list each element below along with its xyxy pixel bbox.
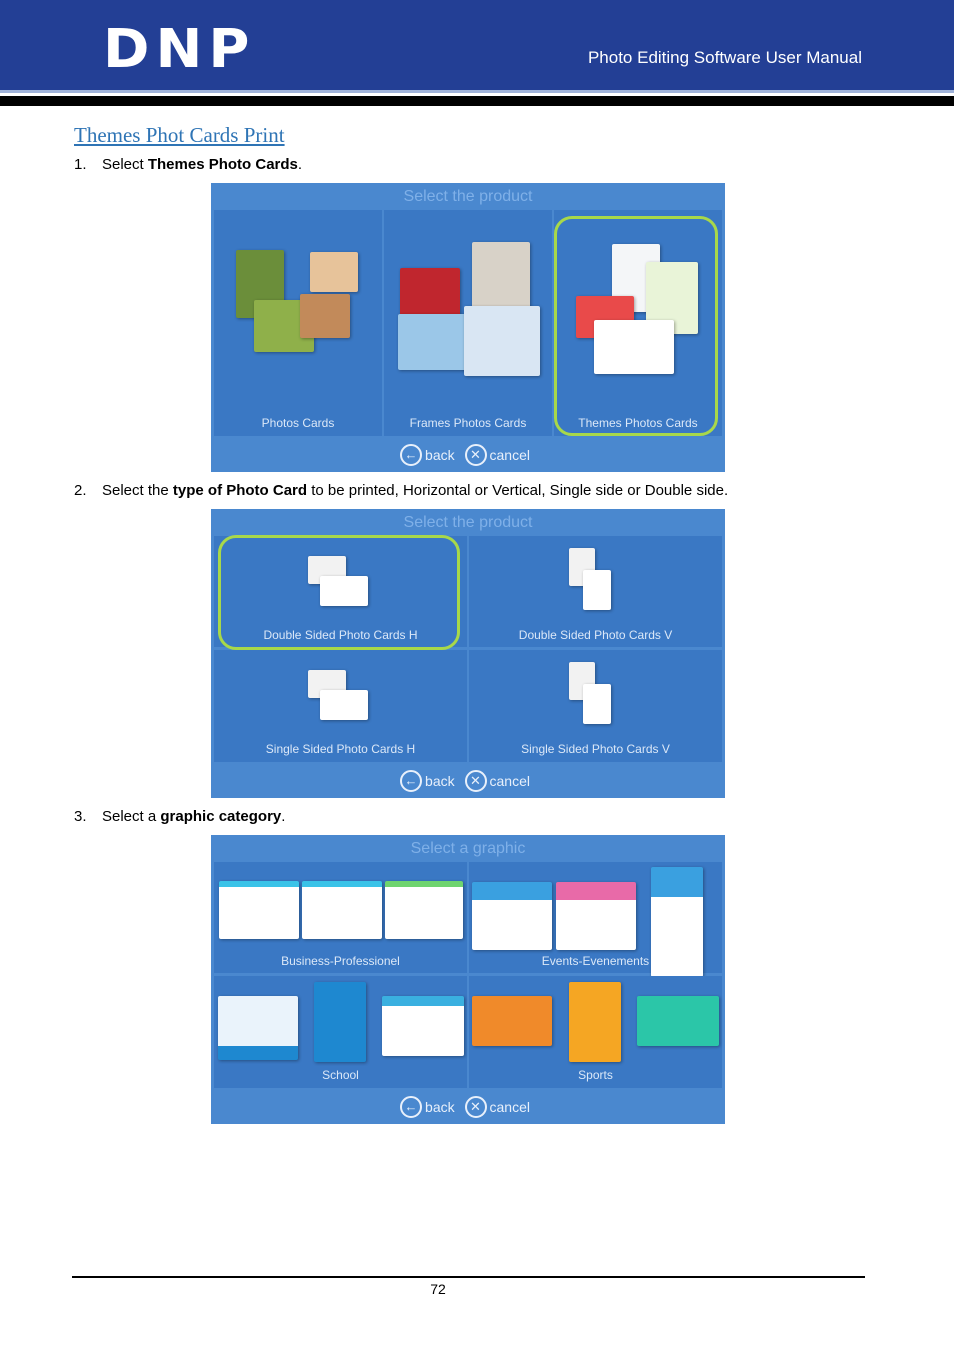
screen-title: Select a graphic: [410, 840, 526, 857]
selection-highlight: [554, 216, 718, 436]
frame-white-photo: [472, 242, 530, 312]
tile-label: Events-Evenements: [541, 954, 650, 968]
tile-label: Single Sided Photo Cards V: [521, 742, 670, 756]
tile-label: Sports: [578, 1068, 613, 1082]
page-header: DNP Photo Editing Software User Manual: [0, 0, 954, 90]
frame-blue-photo: [398, 314, 468, 370]
screen-nav: ←back ✕cancel: [211, 444, 725, 466]
tile-label: Double Sided Photo Cards H: [263, 628, 418, 642]
business-card-3: [385, 881, 463, 939]
tile-school[interactable]: School: [214, 976, 467, 1088]
cancel-x-icon[interactable]: ✕: [464, 444, 487, 466]
tile-double-sided-v[interactable]: Double Sided Photo Cards V: [469, 536, 722, 647]
tile-photos-cards[interactable]: Photos Cards: [214, 210, 382, 436]
tile-frames-photos-cards[interactable]: Frames Photos Cards: [384, 210, 552, 436]
cancel-button[interactable]: cancel: [489, 447, 530, 463]
step-2: 2.Select the type of Photo Card to be pr…: [74, 482, 729, 499]
screen-title: Select the product: [403, 514, 533, 531]
document-title: Photo Editing Software User Manual: [587, 48, 862, 67]
back-button[interactable]: back: [425, 1099, 455, 1115]
screen-nav: ←back ✕cancel: [211, 1096, 725, 1118]
screenshot-graphic-category: Select a graphic Business-Professionel E…: [211, 835, 725, 1124]
back-button[interactable]: back: [425, 773, 455, 789]
dnp-logo: DNP: [103, 18, 256, 81]
card-front: [583, 570, 611, 610]
tile-label: Themes Photos Cards: [578, 416, 698, 430]
card-front: [320, 576, 368, 606]
screenshot-card-type: Select the product Double Sided Photo Ca…: [211, 509, 725, 798]
tile-single-sided-h[interactable]: Single Sided Photo Cards H: [214, 650, 467, 762]
card-front: [320, 690, 368, 720]
cancel-button[interactable]: cancel: [489, 1099, 530, 1115]
school-card-v: [314, 982, 366, 1062]
page-number: 72: [430, 1281, 446, 1297]
business-card-1: [219, 881, 299, 939]
card-front: [583, 684, 611, 724]
business-card: [594, 320, 674, 374]
boy-card-vertical: [651, 867, 703, 977]
back-button[interactable]: back: [425, 447, 455, 463]
portrait-photo: [310, 252, 358, 292]
screenshot-select-product: Select the product Photos Cards Frames P…: [211, 183, 725, 472]
step-1: 1.Select Themes Photo Cards.: [74, 156, 303, 173]
footer-divider: [72, 1276, 865, 1278]
section-title[interactable]: Themes Phot Cards Print: [74, 123, 285, 147]
tile-themes-photos-cards[interactable]: Themes Photos Cards: [554, 210, 722, 436]
tile-business-professionel[interactable]: Business-Professionel: [214, 862, 467, 973]
screen-nav: ←back ✕cancel: [211, 770, 725, 792]
header-divider-light: [0, 90, 954, 93]
back-arrow-icon[interactable]: ←: [400, 444, 423, 466]
tile-double-sided-h[interactable]: Double Sided Photo Cards H: [214, 536, 467, 647]
selection-highlight: [218, 535, 460, 650]
header-divider: [0, 96, 954, 106]
tile-label: Photos Cards: [261, 416, 335, 430]
back-arrow-icon[interactable]: ←: [400, 1096, 423, 1118]
tile-label: Business-Professionel: [281, 954, 400, 968]
tile-single-sided-v[interactable]: Single Sided Photo Cards V: [469, 650, 722, 762]
family2-photo: [300, 294, 350, 338]
boy-card: [472, 882, 552, 950]
screen-title: Select the product: [403, 188, 533, 205]
school-card-2: [382, 996, 464, 1056]
basketball-card-v: [569, 982, 621, 1062]
cancel-x-icon[interactable]: ✕: [464, 1096, 487, 1118]
sport-card: [637, 996, 719, 1046]
tile-label: Double Sided Photo Cards V: [518, 628, 673, 642]
tile-label: School: [322, 1068, 359, 1082]
tile-label: Frames Photos Cards: [409, 416, 527, 430]
back-arrow-icon[interactable]: ←: [400, 770, 423, 792]
step-3: 3.Select a graphic category.: [74, 808, 286, 825]
tile-label: Single Sided Photo Cards H: [265, 742, 416, 756]
business-card-2: [302, 881, 382, 939]
cancel-button[interactable]: cancel: [489, 773, 530, 789]
girl-card: [556, 882, 636, 950]
frame-snow-photo: [464, 306, 540, 376]
basketball-card: [472, 996, 552, 1046]
tile-sports[interactable]: Sports: [469, 976, 722, 1088]
school-card-h: [218, 996, 298, 1060]
cancel-x-icon[interactable]: ✕: [464, 770, 487, 792]
tile-events-evenements[interactable]: Events-Evenements: [469, 862, 722, 977]
